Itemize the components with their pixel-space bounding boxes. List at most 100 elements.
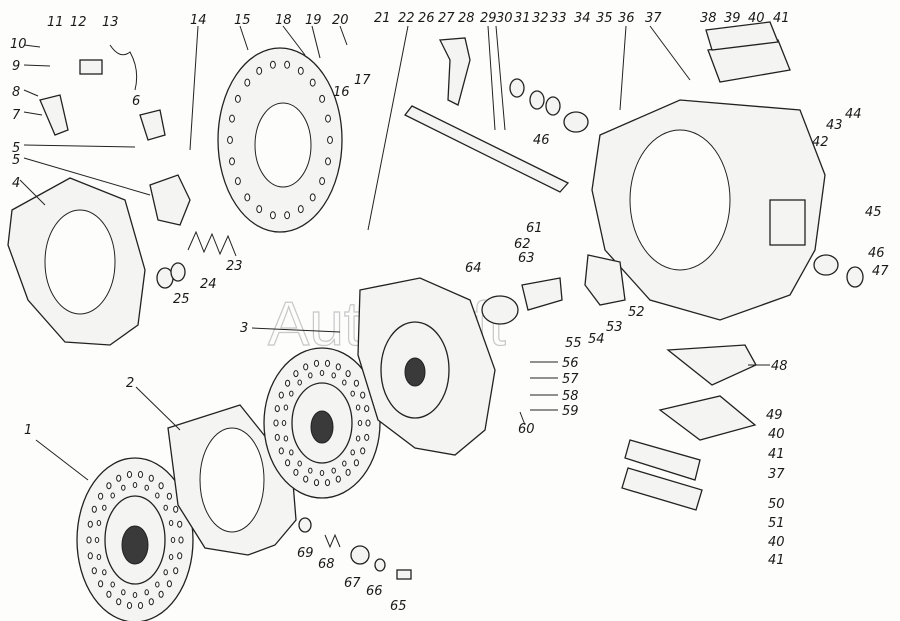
callout-69: 69	[297, 546, 314, 561]
callout-58: 58	[562, 389, 579, 404]
perforation-hole	[234, 177, 241, 186]
perforation-hole	[308, 372, 313, 379]
perforation-hole	[132, 592, 138, 598]
callout-55: 55	[565, 336, 582, 351]
clutch-cover-assembly	[357, 277, 496, 456]
lever-28	[438, 37, 471, 106]
perforation-hole	[345, 468, 351, 476]
callout-57: 57	[562, 372, 579, 387]
perforation-hole	[173, 505, 179, 513]
bushing-46-right	[813, 254, 839, 276]
perforation-hole	[229, 157, 235, 166]
perforation-hole	[360, 447, 366, 455]
perforation-hole	[170, 537, 176, 543]
perforation-hole	[148, 474, 154, 482]
perforation-hole	[355, 404, 361, 411]
ring-24	[170, 262, 186, 282]
perforation-hole	[297, 379, 302, 386]
perforation-hole	[365, 419, 371, 427]
callout-25: 25	[173, 292, 190, 307]
perforation-hole	[360, 391, 366, 399]
cap-47	[846, 266, 864, 288]
spring-23	[187, 230, 237, 257]
pressure-plate-2	[167, 404, 297, 556]
perforation-hole	[293, 370, 299, 378]
perforation-hole	[293, 468, 299, 476]
perforation-hole	[297, 205, 304, 214]
leader-lines	[19, 25, 770, 481]
callout-12: 12	[70, 15, 87, 30]
callout-41: 41	[773, 11, 790, 26]
perforation-hole	[121, 589, 126, 596]
callout-30: 30	[496, 11, 513, 26]
perforation-hole	[155, 581, 160, 588]
perforation-hole	[91, 567, 97, 575]
perforation-hole	[278, 391, 284, 399]
gasket-48	[666, 344, 757, 386]
pin-12	[79, 59, 103, 75]
perforation-hole	[313, 359, 320, 367]
perforation-hole	[308, 467, 313, 474]
callout-39: 39	[724, 11, 741, 26]
perforation-hole	[284, 60, 291, 69]
callout-5a: 5	[12, 153, 20, 168]
perforation-hole	[163, 504, 168, 511]
perforation-hole	[87, 552, 93, 560]
perforation-hole	[289, 449, 294, 456]
perforation-hole	[269, 60, 276, 69]
perforation-hole	[102, 504, 107, 511]
callout-29: 29	[480, 11, 497, 26]
perforation-hole	[325, 114, 331, 123]
callout-40b: 40	[768, 427, 785, 442]
perforation-hole	[303, 363, 309, 371]
callout-36: 36	[618, 11, 635, 26]
pressure-plate-4	[7, 177, 146, 346]
perforation-hole	[283, 435, 289, 442]
perforation-hole	[173, 567, 179, 575]
perforation-hole	[285, 459, 291, 467]
callout-26: 26	[418, 11, 435, 26]
perforation-hole	[297, 66, 304, 75]
callout-8: 8	[12, 85, 20, 100]
callout-54: 54	[588, 332, 605, 347]
callout-9: 9	[12, 59, 20, 74]
perforation-hole	[284, 211, 291, 220]
perforation-hole	[144, 589, 149, 596]
bushing-31	[509, 78, 525, 98]
perforation-hole	[244, 78, 251, 87]
callout-61: 61	[526, 221, 543, 236]
perforation-hole	[166, 580, 172, 588]
perforation-hole	[324, 359, 331, 367]
perforation-hole	[168, 554, 174, 560]
callout-16: 16	[333, 85, 350, 100]
perforation-hole	[244, 193, 251, 202]
perforation-hole	[110, 581, 115, 588]
perforation-hole	[163, 569, 168, 576]
callout-40: 40	[748, 11, 765, 26]
callout-3: 3	[240, 321, 248, 336]
callout-32: 32	[532, 11, 549, 26]
perforation-hole	[94, 537, 100, 543]
perforation-hole	[274, 405, 280, 413]
fork-52	[584, 254, 626, 306]
spring-68	[324, 533, 341, 549]
perforation-hole	[331, 467, 336, 474]
callout-14: 14	[190, 13, 207, 28]
callout-62: 62	[514, 237, 531, 252]
bushing-46-top	[563, 111, 589, 133]
callout-35: 35	[596, 11, 613, 26]
callout-11: 11	[47, 15, 64, 30]
callout-47: 47	[872, 264, 889, 279]
callout-34: 34	[574, 11, 591, 26]
perforation-hole	[303, 475, 309, 483]
bracket-5	[149, 174, 191, 226]
perforation-hole	[285, 379, 291, 387]
bushing-33	[545, 96, 561, 116]
perforation-hole	[166, 492, 172, 500]
perforation-hole	[274, 433, 280, 441]
perforation-hole	[137, 602, 144, 609]
perforation-hole	[256, 205, 263, 214]
release-shaft-29	[403, 105, 570, 193]
perforation-hole	[98, 580, 104, 588]
